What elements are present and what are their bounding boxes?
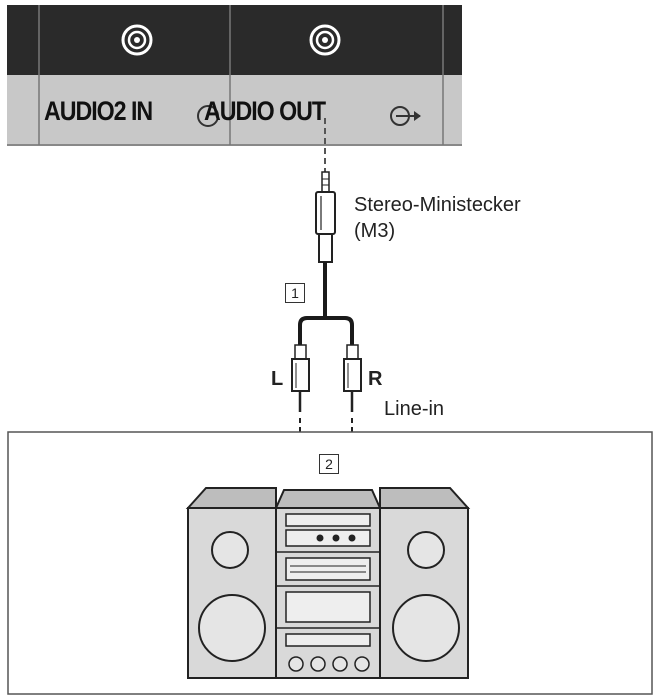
y-cable	[298, 262, 354, 345]
right-channel-label: R	[368, 368, 383, 390]
plug-model-label: (M3)	[354, 220, 396, 242]
left-channel-label: L	[271, 368, 284, 390]
rca-jack-icon	[309, 24, 341, 56]
audio-output-arrow-icon	[390, 106, 421, 126]
rca-plug-left	[291, 344, 310, 432]
audio-out-label: AUDIO OUT	[204, 96, 326, 126]
stereo-mini-plug	[315, 171, 336, 263]
panel-top-strip	[7, 5, 462, 75]
rca-jack-icon	[121, 24, 153, 56]
plug-label: Stereo-Ministecker	[354, 194, 521, 216]
device-number-badge: 2	[319, 454, 339, 474]
audio-input-arrow-icon	[197, 105, 219, 127]
terminal-panel	[7, 5, 462, 146]
cable-number-badge: 1	[285, 283, 305, 303]
line-in-label: Line-in	[384, 398, 445, 420]
rca-plug-right	[343, 344, 362, 432]
stereo-system-icon	[185, 487, 471, 679]
panel-label-strip	[7, 75, 462, 145]
audio2-in-label: AUDIO2 IN	[44, 96, 153, 126]
